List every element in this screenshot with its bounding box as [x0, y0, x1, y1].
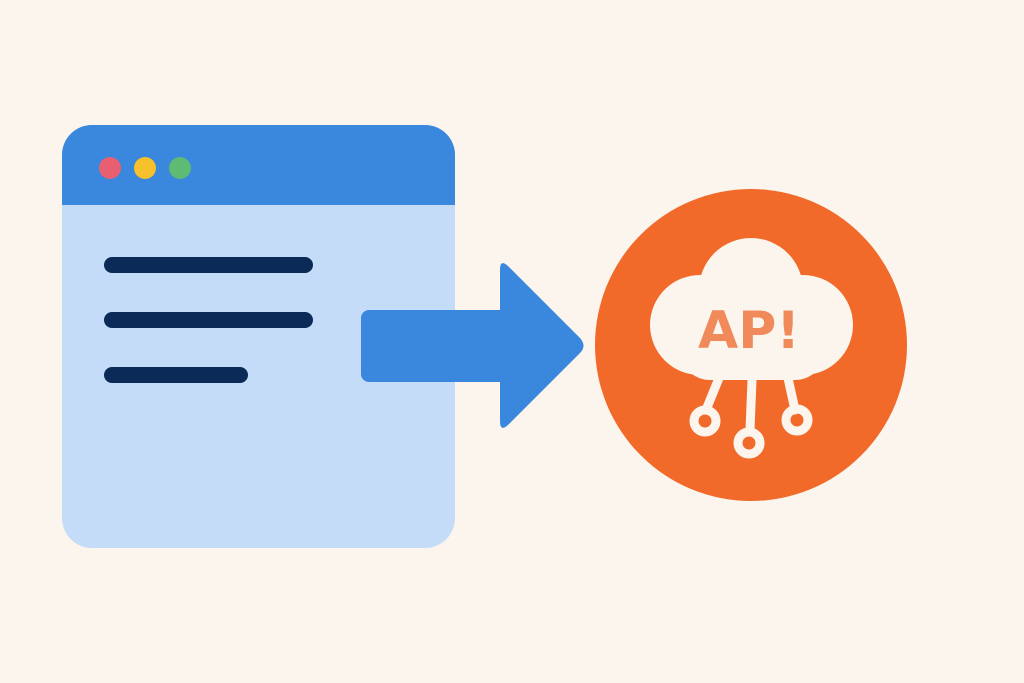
- window-body: [62, 125, 455, 548]
- cloud-shape: [650, 238, 853, 380]
- arrow-head: [500, 263, 584, 428]
- api-label: AP!: [698, 301, 800, 361]
- cloud-api-icon: AP!: [595, 189, 907, 501]
- connector-nodes: [689, 373, 813, 459]
- close-dot-icon: [99, 157, 121, 179]
- browser-window-icon: [62, 125, 455, 548]
- window-header: [62, 125, 455, 205]
- maximize-dot-icon: [169, 157, 191, 179]
- minimize-dot-icon: [134, 157, 156, 179]
- arrow-right-icon: [361, 263, 584, 428]
- arrow-shaft: [361, 310, 511, 382]
